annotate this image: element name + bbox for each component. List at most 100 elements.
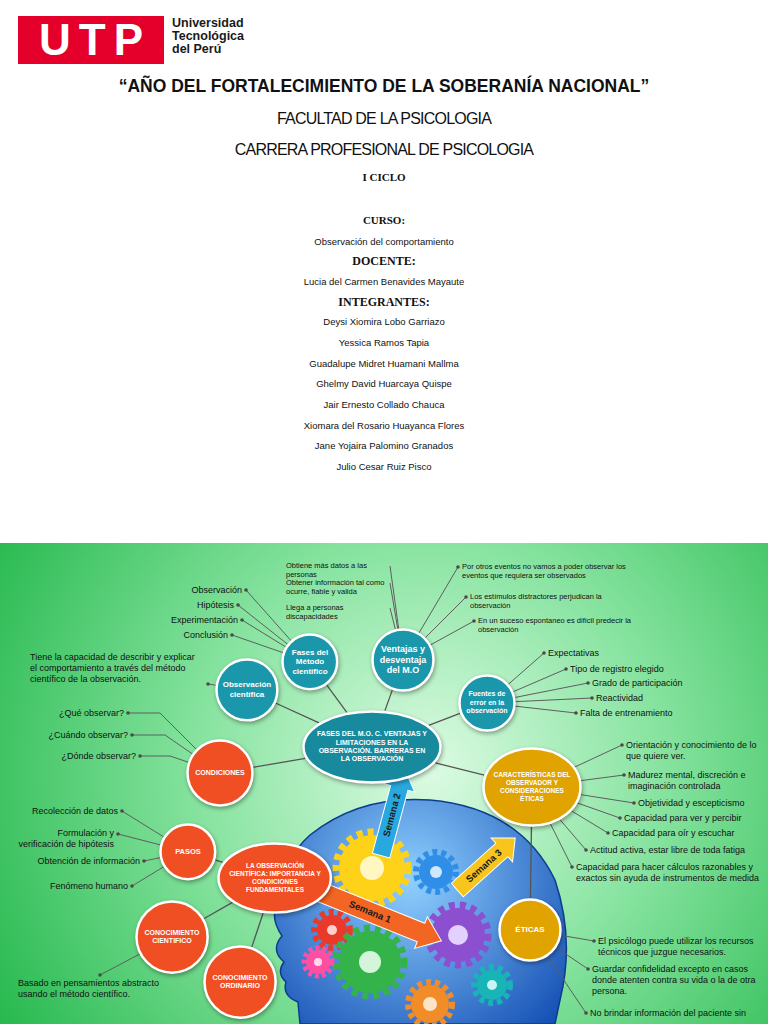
leaf-text: No brindar información del paciente sin bbox=[590, 1008, 762, 1019]
leaf-text: En un suceso espontaneo es difícil prede… bbox=[478, 616, 646, 634]
mind-map-node: CARACTERÍSTICAS DEL OBSERVADOR Y CONSIDE… bbox=[482, 747, 582, 827]
node-label: CARACTERÍSTICAS DEL OBSERVADOR Y CONSIDE… bbox=[492, 771, 572, 802]
node-text: PASOS bbox=[165, 847, 211, 856]
leaf-text: Guardar confidelidad excepto en casos do… bbox=[592, 964, 762, 996]
node-shape bbox=[219, 843, 331, 912]
week-arrow bbox=[447, 826, 526, 902]
mind-map-node: LA OBSERVACIÓN CIENTÍFICA: IMPORTANCIA Y… bbox=[217, 842, 332, 914]
node-text: LA OBSERVACIÓN CIENTÍFICA: IMPORTANCIA Y… bbox=[229, 862, 321, 893]
leader-dot bbox=[130, 733, 134, 737]
leaf-text: Tiene la capacidad de describir y explic… bbox=[30, 652, 202, 684]
leaf-text: Madurez mental, discreción e imaginación… bbox=[628, 770, 762, 792]
logo-mark: UTP bbox=[18, 16, 164, 64]
leader-dot bbox=[618, 816, 622, 820]
leaf-text: Objetividad y escepticismo bbox=[638, 798, 762, 809]
leader-dot bbox=[244, 588, 248, 592]
leaf-text: Tipo de registro elegido bbox=[570, 664, 720, 675]
gear bbox=[416, 852, 456, 892]
connector-line bbox=[530, 827, 532, 898]
leaf-text: Capacidad para hacer cálculos razonables… bbox=[576, 862, 762, 884]
node-shape bbox=[136, 901, 207, 972]
mind-map-node: Fuentes de error en la observación bbox=[458, 674, 516, 732]
header-text: CURSO: bbox=[0, 214, 768, 227]
leader-dot bbox=[472, 619, 476, 623]
node-label: CONOCIMIENTO CIENTIFICO bbox=[142, 929, 201, 946]
connector-line bbox=[204, 902, 232, 918]
node-text: Fases del Método científico bbox=[287, 648, 333, 677]
header-text: Guadalupe Midret Huamani Mallma bbox=[0, 358, 768, 369]
node-shape bbox=[460, 676, 515, 731]
gear bbox=[408, 982, 452, 1024]
node-label: CONDICIONES bbox=[193, 769, 247, 777]
leader-dot bbox=[586, 681, 590, 685]
header-text: Observación del comportamiento bbox=[0, 236, 768, 247]
leaf-text: Hipótesis bbox=[154, 600, 234, 611]
leader-dot bbox=[590, 696, 594, 700]
page-title: “AÑO DEL FORTALECIMIENTO DE LA SOBERANÍA… bbox=[0, 76, 768, 97]
leaf-text: Capacidad para ver y percibir bbox=[624, 813, 762, 824]
leader-dot bbox=[116, 832, 120, 836]
head-silhouette bbox=[274, 799, 566, 1024]
header-text: Ghelmy David Huarcaya Quispe bbox=[0, 378, 768, 389]
connector-line bbox=[276, 703, 319, 723]
leader-dot bbox=[236, 603, 240, 607]
leaf-text: Experimentación bbox=[148, 615, 238, 626]
node-shape bbox=[500, 900, 561, 961]
node-shape bbox=[283, 635, 338, 690]
leaf-text: Llega a personas discapacidades bbox=[286, 603, 386, 621]
leader-dot bbox=[98, 973, 102, 977]
header-text: Jair Ernesto Collado Chauca bbox=[0, 399, 768, 410]
header-text: Lucia del Carmen Benavides Mayaute bbox=[0, 276, 768, 287]
gear bbox=[474, 967, 510, 1003]
node-shape bbox=[304, 712, 441, 783]
node-label: Ventajas y desventaja del M.O bbox=[377, 644, 428, 676]
node-shape bbox=[161, 825, 216, 880]
header-text: INTEGRANTES: bbox=[0, 295, 768, 309]
leader-dot bbox=[542, 651, 546, 655]
leader-dot bbox=[584, 1011, 588, 1015]
leaf-text: Actitud activa, estar libre de toda fati… bbox=[590, 845, 762, 856]
header-text: Yessica Ramos Tapia bbox=[0, 337, 768, 348]
leaf-text: Obtener información tal como ocurre, fia… bbox=[286, 578, 386, 596]
node-shape bbox=[217, 660, 278, 721]
node-shape bbox=[188, 741, 253, 806]
leader-dot bbox=[606, 831, 610, 835]
connector-line bbox=[327, 685, 347, 712]
connector-line bbox=[253, 758, 305, 767]
mind-map-node: Ventajas y desventaja del M.O bbox=[371, 628, 435, 692]
gear bbox=[314, 912, 350, 948]
node-shape bbox=[484, 749, 581, 826]
connector-line bbox=[429, 713, 460, 725]
leaf-text: Expectativas bbox=[548, 648, 698, 659]
leader-dot bbox=[570, 865, 574, 869]
leaf-text: El psicólogo puede utilizar los recursos… bbox=[598, 936, 762, 958]
mind-map-node: ÉTICAS bbox=[498, 898, 562, 962]
mind-map-node: Fases del Método científico bbox=[281, 633, 339, 691]
leader-dot bbox=[632, 801, 636, 805]
header-text: Deysi Xiomira Lobo Garriazo bbox=[0, 316, 768, 327]
leader-dot bbox=[586, 967, 590, 971]
gear bbox=[304, 948, 332, 976]
node-label: Observación científica bbox=[221, 680, 272, 699]
leader-dot bbox=[464, 595, 468, 599]
leaf-text: Falta de entrenamiento bbox=[580, 708, 730, 719]
leaf-text: Basado en pensamientos abstracto usando … bbox=[18, 978, 168, 1000]
header-text: FACULTAD DE LA PSICOLOGIA bbox=[0, 109, 768, 128]
node-label: FASES DEL M.O. C. VENTAJAS Y LIMITACIONE… bbox=[316, 730, 428, 764]
leader-dot bbox=[592, 939, 596, 943]
node-text: Fuentes de error en la observación bbox=[464, 690, 510, 715]
leader-dot bbox=[138, 754, 142, 758]
node-text: Ventajas y desventaja del M.O bbox=[377, 644, 428, 676]
leaf-text: Fenómeno humano bbox=[18, 881, 128, 892]
node-text: CONOCIMIENTO CIENTIFICO bbox=[142, 929, 201, 946]
leader-dots bbox=[98, 565, 636, 1015]
header-text: Xiomara del Rosario Huayanca Flores bbox=[0, 420, 768, 431]
leaf-text: Orientación y conocimiento de lo que qui… bbox=[626, 740, 762, 762]
node-text: FASES DEL M.O. C. VENTAJAS Y LIMITACIONE… bbox=[316, 730, 428, 764]
mind-map-node: CONOCIMIENTO ORDINARIO bbox=[203, 945, 277, 1019]
leader-dot bbox=[574, 711, 578, 715]
header-text: I CICLO bbox=[0, 171, 768, 184]
leader-dot bbox=[456, 565, 460, 569]
gear bbox=[336, 928, 404, 996]
